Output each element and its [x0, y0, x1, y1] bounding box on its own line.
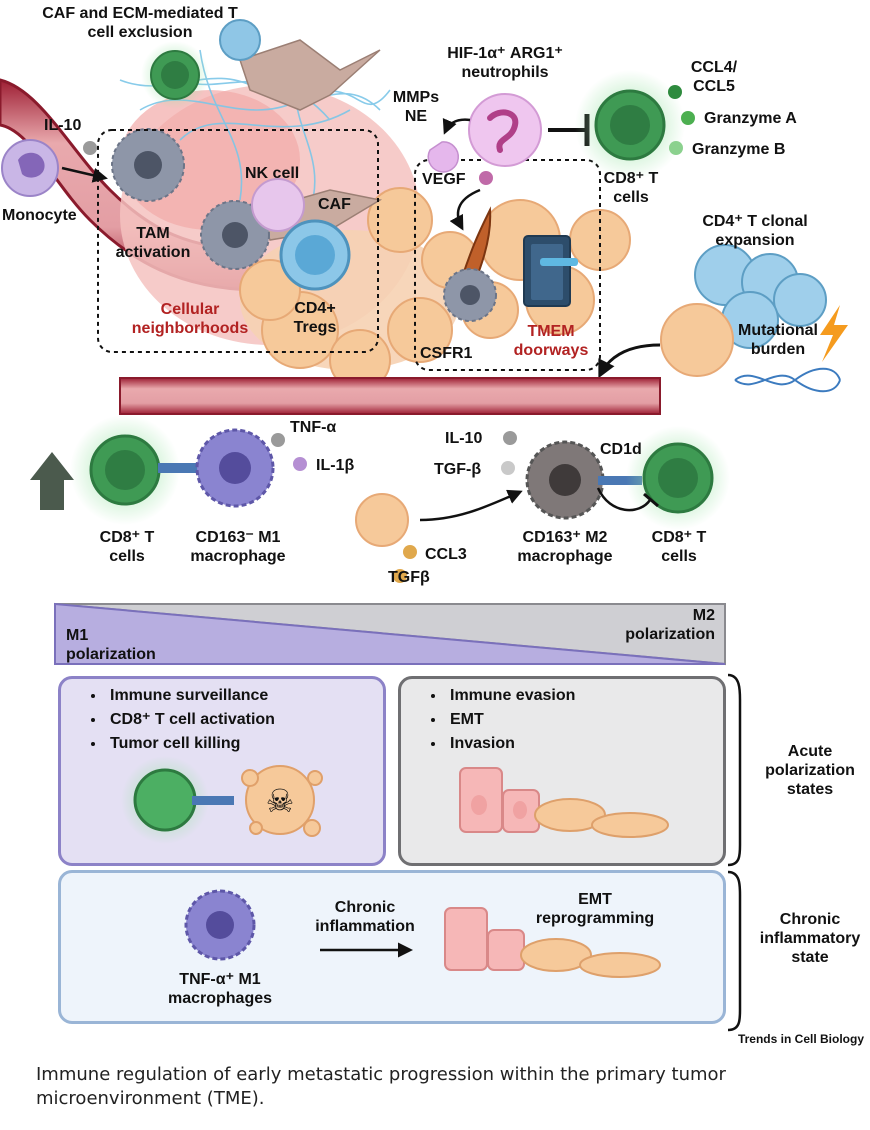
label-tnf-m1-macrophages: TNF-α⁺ M1 macrophages: [167, 971, 273, 1007]
label-hif-neutrophils: HIF-1α⁺ ARG1⁺ neutrophils: [447, 45, 563, 81]
journal-credit: Trends in Cell Biology: [737, 1032, 864, 1046]
bracket-acute: [727, 673, 742, 867]
macrophage-nk-neighborhood: [200, 200, 270, 270]
label-nk-cell: NK cell: [245, 165, 300, 182]
tnf-dot: [271, 433, 285, 447]
label-chronic-inflammation: Chronic inflammation: [315, 899, 415, 935]
il10-dot-mid: [503, 431, 517, 445]
m1-bullet: Tumor cell killing: [106, 732, 275, 756]
label-csfr1: CSFR1: [420, 345, 473, 362]
label-cd163pos-m2: CD163⁺ M2 macrophage: [517, 529, 613, 565]
m1-bullet-list: Immune surveillance CD8⁺ T cell activati…: [76, 684, 275, 756]
m2-panel: [398, 676, 726, 866]
label-chronic-state: Chronic inflammatory state: [759, 911, 861, 966]
blood-vessel-horizontal: [119, 377, 661, 415]
label-cd1d: CD1d: [600, 441, 642, 458]
m2-bullet: EMT: [446, 708, 575, 732]
inhibit-m2-cd8: [596, 487, 652, 512]
label-m2-polarization: M2 polarization: [625, 607, 715, 643]
m2-macrophage: [525, 440, 605, 520]
tumor-cells: [239, 187, 631, 391]
lightning-icon: [820, 305, 848, 362]
arrow-monocyte-tam: [61, 166, 108, 183]
cd4-clone-cells: [694, 244, 827, 349]
label-il10-mid: IL-10: [445, 430, 483, 447]
label-tgfb-low: TGFβ: [388, 569, 430, 586]
m2-bullet: Invasion: [446, 732, 575, 756]
mmps-ne-icon: [427, 141, 460, 173]
m1-wedge: [54, 602, 726, 665]
synapse-right: [598, 476, 642, 485]
door-icon: [523, 235, 578, 307]
label-il1b: IL-1β: [316, 457, 355, 474]
label-cd8-top: CD8⁺ T cells: [603, 170, 659, 206]
ccl3-dot: [403, 545, 417, 559]
m1-bullet: CD8⁺ T cell activation: [106, 708, 275, 732]
tumor-cell-mutant: [660, 303, 734, 377]
label-ccl4-ccl5: CCL4/ CCL5: [690, 59, 738, 95]
up-arrow-icon: [30, 452, 74, 510]
m2-bullet: Immune evasion: [446, 684, 575, 708]
label-cellular-neighborhoods: Cellular neighborhoods: [131, 301, 249, 337]
m1-bullet: Immune surveillance: [106, 684, 275, 708]
label-il10-top: IL-10: [44, 117, 82, 134]
label-monocyte: Monocyte: [2, 207, 77, 224]
label-emt-reprogramming: EMT reprogramming: [535, 891, 655, 927]
label-ccl3: CCL3: [425, 546, 467, 563]
label-acute-states: Acute polarization states: [765, 743, 855, 798]
dna-icon: [734, 367, 841, 393]
synapse-left: [158, 463, 208, 473]
ccl-dot: [668, 85, 682, 99]
granzyme-a-dot: [681, 111, 695, 125]
tgfb-dot-low: [393, 569, 407, 583]
label-cd163neg-m1: CD163⁻ M1 macrophage: [190, 529, 286, 565]
label-tgfb-mid: TGF-β: [434, 461, 482, 478]
label-tmem-doorways: TMEM doorways: [513, 323, 589, 359]
label-tnf-alpha: TNF-α: [290, 419, 337, 436]
label-mmps-ne: MMPs NE: [392, 89, 440, 125]
label-caf: CAF: [318, 196, 351, 213]
arrow-vegf: [449, 188, 481, 231]
label-granzyme-b: Granzyme B: [692, 141, 786, 158]
il1b-dot: [293, 457, 307, 471]
vegf-dot: [479, 171, 493, 185]
tmem-macrophage: [443, 268, 497, 322]
m2-bullet-list: Immune evasion EMT Invasion: [416, 684, 575, 756]
cellular-neighborhood-box: [97, 129, 379, 353]
il10-dot-top: [83, 141, 97, 155]
label-caf-exclusion: CAF and ECM-mediated T cell exclusion: [42, 5, 238, 41]
label-granzyme-a: Granzyme A: [704, 110, 797, 127]
tumor-cell-mid: [355, 493, 409, 547]
granzyme-b-dot: [669, 141, 683, 155]
m1-macrophage: [195, 428, 275, 508]
bracket-chronic: [727, 870, 742, 1032]
label-m1-polarization: M1 polarization: [66, 627, 156, 663]
tgfb-dot-mid: [501, 461, 515, 475]
tam-cell: [111, 128, 185, 202]
arrow-neutrophil-mmps: [442, 118, 471, 135]
label-tam-activation: TAM activation: [115, 225, 191, 261]
label-vegf: VEGF: [422, 171, 466, 188]
label-mutational-burden: Mutational burden: [738, 322, 818, 358]
nk-cell: [251, 178, 305, 232]
label-cd4-tregs: CD4+ Tregs: [293, 300, 337, 336]
figure-caption: Immune regulation of early metastatic pr…: [36, 1064, 726, 1109]
t-cell-blue-top: [219, 19, 261, 61]
m1-panel: [58, 676, 386, 866]
arrow-mutant-to-vessel: [598, 343, 661, 379]
neutrophil-cell: [468, 93, 542, 167]
label-cd8-right: CD8⁺ T cells: [651, 529, 707, 565]
label-cd8-left: CD8⁺ T cells: [99, 529, 155, 565]
chronic-panel: [58, 870, 726, 1024]
label-cd4-clonal: CD4⁺ T clonal expansion: [702, 213, 808, 249]
arrow-to-m2: [419, 489, 523, 522]
